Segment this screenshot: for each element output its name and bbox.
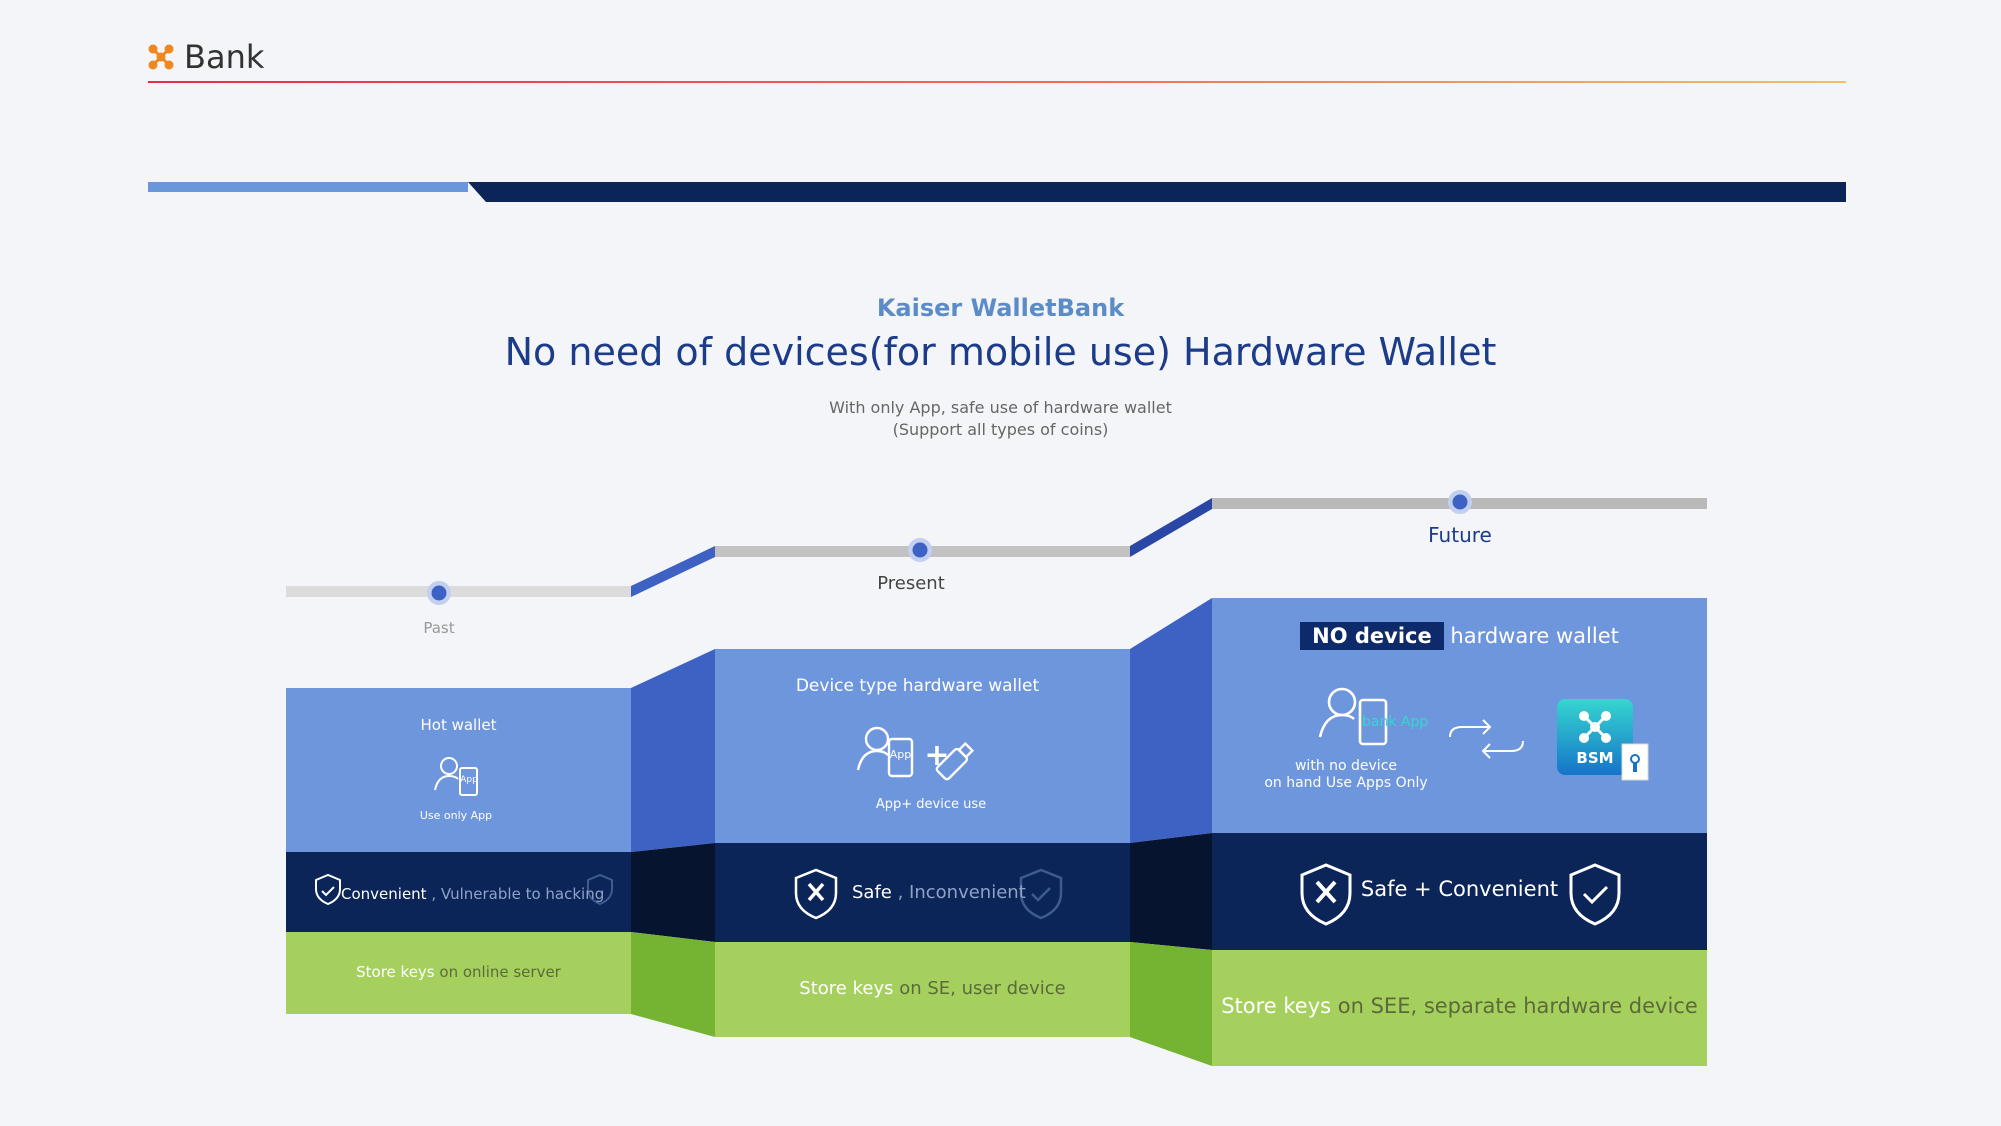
usb-key-icon [935,741,975,781]
timeline-connector-2 [1130,498,1212,557]
past-trait-band [286,852,631,932]
subtitle: With only App, safe use of hardware wall… [0,397,2001,441]
fold-blue-1 [631,649,715,852]
present-trait: Safe , Inconvenient [852,882,1026,903]
future-store-b: on SEE, separate hardware device [1331,994,1698,1018]
bank-app-label: bank App [1362,714,1429,730]
stage-label-future: Future [1428,523,1492,547]
present-store-a: Store keys [799,978,894,999]
subtitle-line-2: (Support all types of coins) [892,420,1109,439]
fold-blue-2 [1130,598,1212,843]
present-icon-app-label: App [889,748,912,761]
app-header: Bank [148,38,264,76]
past-trait: Convenient , Vulnerable to hacking [341,885,604,903]
bsm-app-icon [1557,699,1649,781]
present-store: Store keys on SE, user device [715,978,1150,999]
subtitle-line-1: With only App, safe use of hardware wall… [829,398,1172,417]
user-phone-icon-future [1318,687,1388,746]
stage-label-present: Present [877,573,945,594]
shield-check-icon-future [1569,863,1621,926]
future-caption-line-1: with no device [1294,758,1398,774]
future-caption-line-2: on hand Use Apps Only [1264,775,1428,791]
present-store-band [715,942,1130,1037]
page-title: No need of devices(for mobile use) Hardw… [504,330,1497,374]
header-divider [148,81,1846,83]
shield-check-icon-dim [1019,868,1063,920]
present-store-b: on SE, user device [893,978,1066,999]
future-trait: Safe + Convenient [1360,877,1559,901]
future-caption: with no device on hand Use Apps Only [1256,758,1436,792]
future-title: NO device hardware wallet [1212,622,1707,650]
shield-check-icon [315,873,341,906]
sync-arrows-icon [1449,719,1524,759]
past-trait-main: Convenient [341,885,427,903]
timeline-past-track [286,586,631,597]
section-band [148,182,1846,202]
stage-label-past: Past [423,619,455,637]
no-device-badge: NO device [1300,622,1444,650]
past-panel [286,688,631,852]
future-trait-band [1212,833,1707,950]
fold-dark-1 [631,843,715,942]
user-phone-icon-present [856,726,914,778]
fold-green-1 [631,932,715,1037]
plus-sign: + [924,738,950,773]
brand-name: Bank [184,38,265,76]
present-panel [715,649,1130,843]
present-title: Device type hardware wallet [795,676,1040,696]
future-title-rest: hardware wallet [1443,624,1619,648]
future-store: Store keys on SEE, separate hardware dev… [1212,994,1707,1018]
past-trait-rest: , Vulnerable to hacking [426,885,605,903]
fold-dark-2 [1130,833,1212,950]
past-icon-app-label: App [460,775,478,785]
timeline-connector-1 [631,546,715,597]
pre-title: Kaiser WalletBank [876,294,1125,322]
present-trait-main: Safe [852,882,892,903]
present-caption: App+ device use [875,797,987,812]
past-title: Hot wallet [420,716,497,734]
fold-green-2 [1130,942,1212,1066]
bsm-label: BSM [1576,749,1614,767]
present-trait-rest: , Inconvenient [891,882,1026,903]
shield-logo-icon-future [1300,863,1352,926]
future-store-band [1212,950,1707,1066]
future-store-a: Store keys [1221,994,1332,1018]
user-phone-icon [434,757,478,796]
past-caption: Use only App [419,809,493,822]
past-store-band [286,932,631,1014]
past-store: Store keys on online server [286,963,631,981]
cross-dots-logo-icon [148,44,174,70]
past-store-b: on online server [434,963,561,981]
shield-x-icon [587,873,613,906]
past-store-a: Store keys [356,963,435,981]
shield-logo-icon [794,868,838,920]
